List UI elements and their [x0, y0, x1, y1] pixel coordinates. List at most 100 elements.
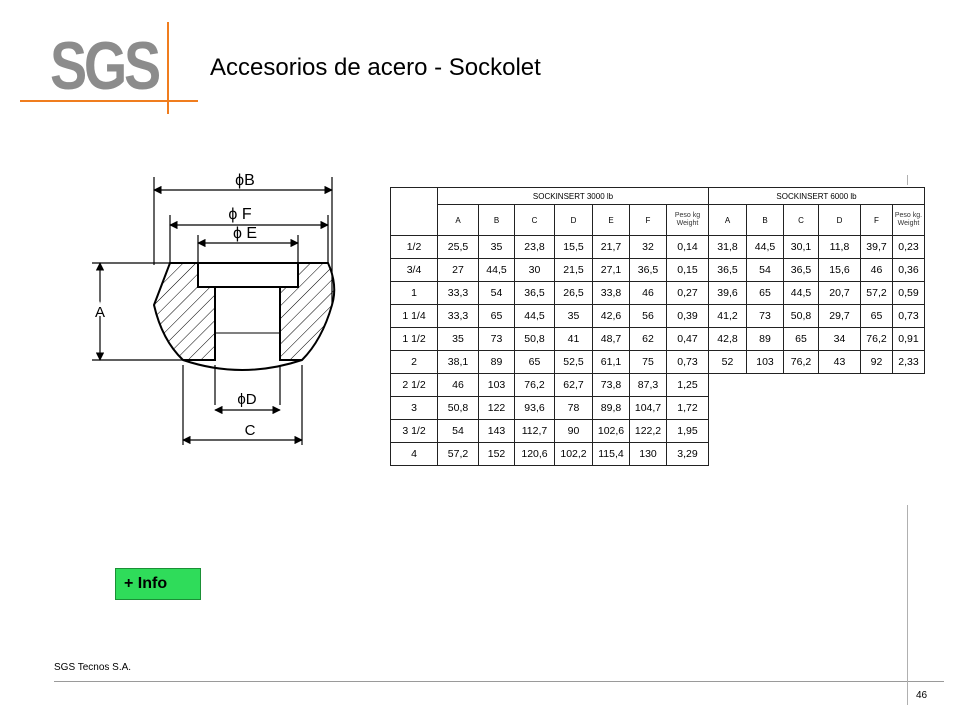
- value-cell: 50,8: [437, 396, 479, 420]
- value-cell: 56: [629, 304, 667, 328]
- value-cell: 120,6: [514, 442, 555, 466]
- value-cell: 102,6: [592, 419, 630, 443]
- value-cell: 102,2: [554, 442, 593, 466]
- column-header: F: [860, 204, 893, 236]
- empty-cell: [709, 420, 925, 443]
- value-cell: 35: [478, 235, 515, 259]
- value-cell: 38,1: [437, 350, 479, 374]
- value-cell: 50,8: [783, 304, 819, 328]
- value-cell: 0,36: [892, 258, 925, 282]
- footer-divider: [54, 681, 944, 682]
- value-cell: 76,2: [860, 327, 893, 351]
- column-header: D: [818, 204, 861, 236]
- size-cell: 2: [390, 350, 438, 374]
- value-cell: 0,73: [892, 304, 925, 328]
- label-e: ϕ E: [233, 225, 257, 242]
- value-cell: 89: [478, 350, 515, 374]
- value-cell: 27: [437, 258, 479, 282]
- value-cell: 90: [554, 419, 593, 443]
- value-cell: 39,7: [860, 235, 893, 259]
- value-cell: 21,5: [554, 258, 593, 282]
- group-header-6000: SOCKINSERT 6000 lb: [708, 187, 925, 205]
- value-cell: 42,6: [592, 304, 630, 328]
- sockolet-body-right: [279, 262, 336, 361]
- value-cell: 62,7: [554, 373, 593, 397]
- value-cell: 23,8: [514, 235, 555, 259]
- more-info-button[interactable]: + Info: [115, 568, 201, 600]
- value-cell: 46: [860, 258, 893, 282]
- value-cell: 65: [514, 350, 555, 374]
- value-cell: 46: [629, 281, 667, 305]
- value-cell: 0,14: [666, 235, 709, 259]
- value-cell: 33,8: [592, 281, 630, 305]
- value-cell: 0,39: [666, 304, 709, 328]
- value-cell: 30,1: [783, 235, 819, 259]
- value-cell: 112,7: [514, 419, 555, 443]
- value-cell: 65: [746, 281, 784, 305]
- value-cell: 1,95: [666, 419, 709, 443]
- size-cell: 3: [390, 396, 438, 420]
- value-cell: 30: [514, 258, 555, 282]
- value-cell: 76,2: [783, 350, 819, 374]
- size-cell: 3/4: [390, 258, 438, 282]
- label-b: ϕB: [235, 172, 255, 189]
- label-a: A: [95, 304, 105, 321]
- value-cell: 103: [478, 373, 515, 397]
- table-corner-cell: [390, 187, 438, 236]
- size-cell: 1/2: [390, 235, 438, 259]
- empty-cell: [709, 374, 925, 397]
- value-cell: 44,5: [514, 304, 555, 328]
- value-cell: 87,3: [629, 373, 667, 397]
- size-cell: 1: [390, 281, 438, 305]
- value-cell: 42,8: [708, 327, 747, 351]
- column-header: F: [629, 204, 667, 236]
- column-header: C: [783, 204, 819, 236]
- value-cell: 75: [629, 350, 667, 374]
- footer-company: SGS Tecnos S.A.: [54, 662, 132, 673]
- value-cell: 57,2: [437, 442, 479, 466]
- value-cell: 76,2: [514, 373, 555, 397]
- value-cell: 54: [437, 419, 479, 443]
- value-cell: 115,4: [592, 442, 630, 466]
- page-title: Accesorios de acero - Sockolet: [210, 54, 541, 81]
- value-cell: 2,33: [892, 350, 925, 374]
- value-cell: 89: [746, 327, 784, 351]
- label-f: ϕ F: [228, 206, 251, 223]
- value-cell: 54: [478, 281, 515, 305]
- value-cell: 89,8: [592, 396, 630, 420]
- value-cell: 152: [478, 442, 515, 466]
- logo-text: SGS: [50, 28, 161, 104]
- value-cell: 27,1: [592, 258, 630, 282]
- value-cell: 41: [554, 327, 593, 351]
- value-cell: 0,91: [892, 327, 925, 351]
- value-cell: 48,7: [592, 327, 630, 351]
- value-cell: 104,7: [629, 396, 667, 420]
- value-cell: 36,5: [708, 258, 747, 282]
- margin-tick-bottom: [907, 505, 908, 705]
- value-cell: 3,29: [666, 442, 709, 466]
- value-cell: 35: [437, 327, 479, 351]
- sgs-logo: SGS: [20, 22, 200, 114]
- value-cell: 25,5: [437, 235, 479, 259]
- value-cell: 65: [478, 304, 515, 328]
- size-cell: 1 1/4: [390, 304, 438, 328]
- label-d: ϕD: [237, 391, 256, 408]
- value-cell: 36,5: [514, 281, 555, 305]
- sockolet-body-left: [152, 262, 216, 361]
- size-cell: 1 1/2: [390, 327, 438, 351]
- value-cell: 57,2: [860, 281, 893, 305]
- value-cell: 43: [818, 350, 861, 374]
- value-cell: 65: [860, 304, 893, 328]
- value-cell: 26,5: [554, 281, 593, 305]
- value-cell: 33,3: [437, 281, 479, 305]
